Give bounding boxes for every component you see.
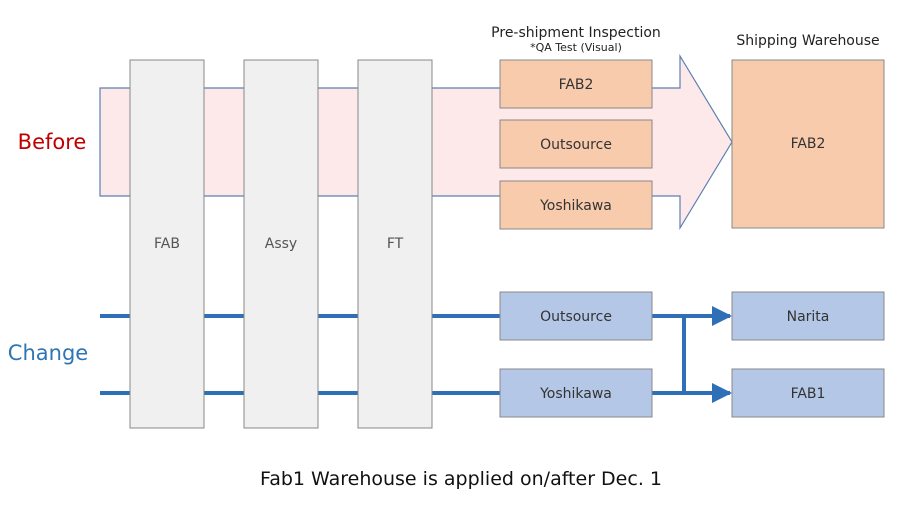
before-inspection-outsource: Outsource xyxy=(499,119,653,169)
before-inspection-fab2-label: FAB2 xyxy=(559,77,594,93)
before-warehouse-fab2: FAB2 xyxy=(731,59,885,229)
before-row-label: Before xyxy=(18,130,87,154)
inspection-header: Pre-shipment Inspection xyxy=(491,25,661,41)
change-inspection-yoshikawa-label: Yoshikawa xyxy=(539,386,612,402)
stage-assy-label: Assy xyxy=(265,236,297,252)
before-inspection-fab2: FAB2 xyxy=(499,59,653,109)
change-warehouse-fab1: FAB1 xyxy=(731,368,885,418)
before-inspection-yoshikawa-label: Yoshikawa xyxy=(539,198,612,214)
stage-ft-label: FT xyxy=(387,236,404,252)
change-inspection-yoshikawa: Yoshikawa xyxy=(499,368,653,418)
footer-note: Fab1 Warehouse is applied on/after Dec. … xyxy=(260,468,662,490)
change-warehouse-fab1-label: FAB1 xyxy=(791,386,826,402)
inspection-subheader: *QA Test (Visual) xyxy=(530,41,622,54)
warehouse-header: Shipping Warehouse xyxy=(736,33,879,49)
change-inspection-outsource-label: Outsource xyxy=(540,309,612,325)
before-warehouse-fab2-label: FAB2 xyxy=(791,136,826,152)
stage-fab: FAB xyxy=(129,59,205,429)
change-row-label: Change xyxy=(8,341,88,365)
stage-assy: Assy xyxy=(243,59,319,429)
change-warehouse-narita-label: Narita xyxy=(787,309,830,325)
stage-ft: FT xyxy=(357,59,433,429)
before-inspection-yoshikawa: Yoshikawa xyxy=(499,180,653,230)
change-inspection-outsource: Outsource xyxy=(499,291,653,341)
change-warehouse-narita: Narita xyxy=(731,291,885,341)
stage-fab-label: FAB xyxy=(154,236,180,252)
before-inspection-outsource-label: Outsource xyxy=(540,137,612,153)
